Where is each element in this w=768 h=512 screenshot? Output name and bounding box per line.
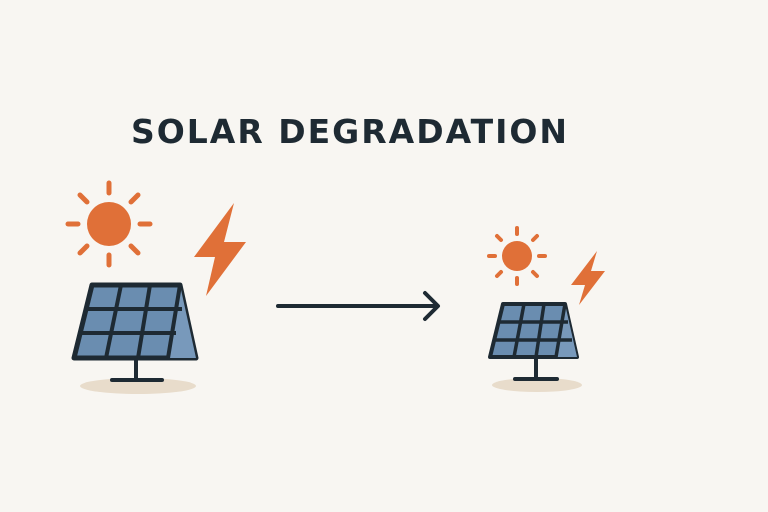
page-title: SOLAR DEGRADATION: [130, 112, 570, 151]
arrow-right-icon: [276, 291, 440, 321]
small-solar-panel-icon: [488, 302, 582, 392]
large-solar-panel-icon: [71, 282, 199, 394]
small-lightning-bolt-icon: [571, 251, 605, 305]
large-lightning-bolt-icon: [194, 203, 246, 296]
large-sun-icon: [65, 180, 153, 268]
small-sun-icon: [487, 226, 547, 286]
